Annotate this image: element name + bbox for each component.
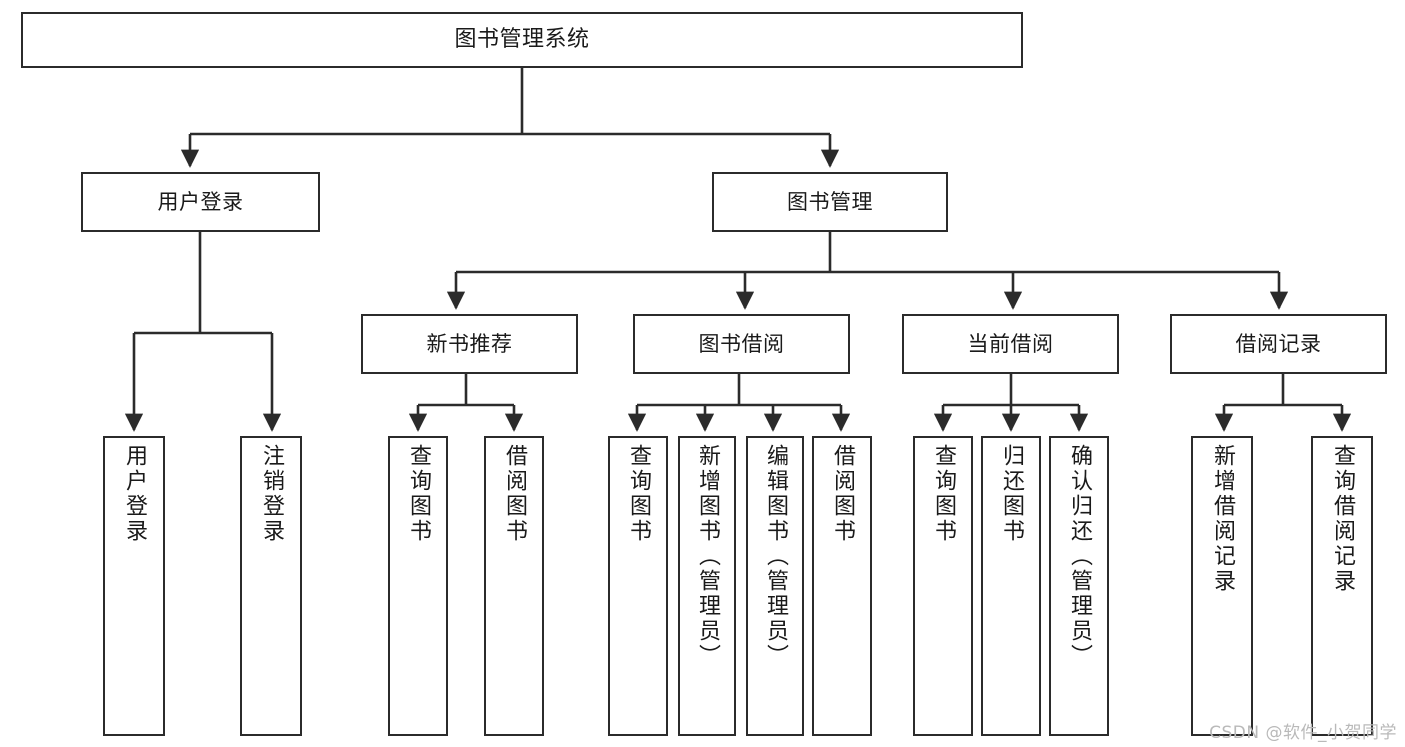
node-leaf-add-book-label: 新增图书（管理员） xyxy=(695,444,720,669)
node-leaf-add-record[interactable]: 新增借阅记录 xyxy=(1191,436,1253,736)
node-leaf-return-book-label: 归还图书 xyxy=(999,444,1024,544)
node-leaf-user-login-label: 用户登录 xyxy=(122,444,147,544)
node-user-login[interactable]: 用户登录 xyxy=(81,172,320,232)
node-leaf-query-book-1-label: 查询图书 xyxy=(406,444,431,544)
node-book-manage-label: 图书管理 xyxy=(787,189,873,214)
node-leaf-query-book-3-label: 查询图书 xyxy=(931,444,956,544)
node-leaf-query-book-3[interactable]: 查询图书 xyxy=(913,436,973,736)
node-root[interactable]: 图书管理系统 xyxy=(21,12,1023,68)
node-new-book-rec-label: 新书推荐 xyxy=(426,331,513,356)
node-leaf-borrow-book-1-label: 借阅图书 xyxy=(502,444,527,544)
node-user-login-label: 用户登录 xyxy=(157,189,244,214)
node-leaf-query-book-2[interactable]: 查询图书 xyxy=(608,436,668,736)
node-leaf-borrow-book-1[interactable]: 借阅图书 xyxy=(484,436,544,736)
node-leaf-query-book-2-label: 查询图书 xyxy=(626,444,651,544)
node-leaf-borrow-book-2[interactable]: 借阅图书 xyxy=(812,436,872,736)
node-leaf-logout[interactable]: 注销登录 xyxy=(240,436,302,736)
node-leaf-query-record-label: 查询借阅记录 xyxy=(1330,444,1355,594)
node-leaf-confirm-return-label: 确认归还（管理员） xyxy=(1067,444,1092,669)
node-book-borrow[interactable]: 图书借阅 xyxy=(633,314,850,374)
node-leaf-query-record[interactable]: 查询借阅记录 xyxy=(1311,436,1373,736)
node-leaf-edit-book[interactable]: 编辑图书（管理员） xyxy=(746,436,804,736)
node-new-book-rec[interactable]: 新书推荐 xyxy=(361,314,578,374)
node-borrow-record[interactable]: 借阅记录 xyxy=(1170,314,1387,374)
node-leaf-query-book-1[interactable]: 查询图书 xyxy=(388,436,448,736)
node-current-borrow[interactable]: 当前借阅 xyxy=(902,314,1119,374)
node-leaf-add-record-label: 新增借阅记录 xyxy=(1210,444,1235,594)
node-leaf-return-book[interactable]: 归还图书 xyxy=(981,436,1041,736)
node-leaf-edit-book-label: 编辑图书（管理员） xyxy=(763,444,788,669)
node-leaf-logout-label: 注销登录 xyxy=(259,444,284,544)
watermark: CSDN @软件_小贺同学 xyxy=(1209,723,1397,743)
node-leaf-add-book[interactable]: 新增图书（管理员） xyxy=(678,436,736,736)
node-leaf-confirm-return[interactable]: 确认归还（管理员） xyxy=(1049,436,1109,736)
node-leaf-borrow-book-2-label: 借阅图书 xyxy=(830,444,855,544)
node-book-manage[interactable]: 图书管理 xyxy=(712,172,948,232)
node-borrow-record-label: 借阅记录 xyxy=(1235,331,1322,356)
node-current-borrow-label: 当前借阅 xyxy=(967,331,1054,356)
node-book-borrow-label: 图书借阅 xyxy=(698,331,785,356)
node-root-label: 图书管理系统 xyxy=(454,27,590,53)
node-leaf-user-login[interactable]: 用户登录 xyxy=(103,436,165,736)
